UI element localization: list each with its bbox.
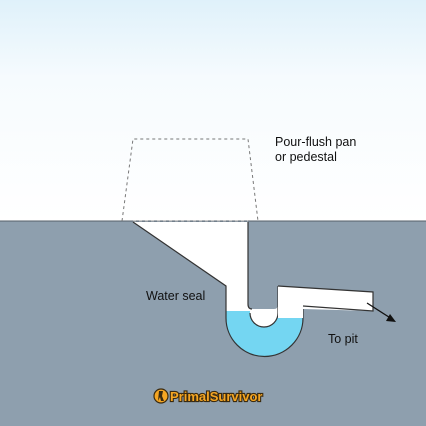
pan-label-line2: or pedestal	[275, 150, 337, 164]
to-pit-arrow-line	[366, 302, 393, 320]
pan-label-line1: Pour-flush pan	[275, 135, 356, 149]
water-seal	[226, 310, 303, 357]
outlet-pipe	[278, 286, 373, 318]
primal-survivor-logo: PrimalSurvivor	[153, 388, 264, 405]
logo-text: PrimalSurvivor	[170, 389, 263, 404]
to-pit-arrowhead	[386, 314, 396, 322]
water-seal-label: Water seal	[146, 289, 205, 303]
trap-pipe	[133, 222, 303, 327]
pan-pedestal-outline	[121, 138, 259, 222]
logo-figure-icon	[158, 391, 164, 401]
trap-outline	[132, 221, 304, 358]
outlet-pipe-outline	[277, 285, 374, 312]
sky-background	[0, 0, 426, 222]
to-pit-label: To pit	[328, 332, 358, 346]
